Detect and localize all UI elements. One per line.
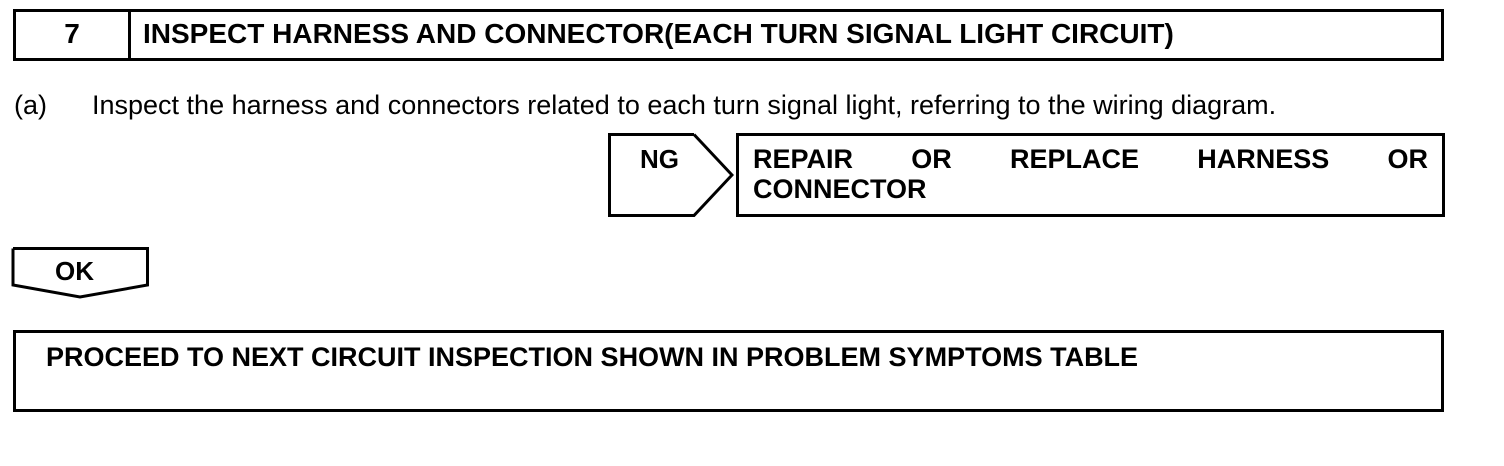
- ok-arrow-shape: [11, 247, 149, 299]
- ng-label: NG: [640, 144, 679, 174]
- repair-action-line2: CONNECTOR: [753, 174, 927, 204]
- instruction-marker: (a): [14, 90, 47, 120]
- next-step-text: PROCEED TO NEXT CIRCUIT INSPECTION SHOWN…: [46, 342, 1139, 372]
- step-title: INSPECT HARNESS AND CONNECTOR(EACH TURN …: [143, 18, 1174, 49]
- repair-word: OR: [1387, 144, 1429, 174]
- step-header: 7 INSPECT HARNESS AND CONNECTOR(EACH TUR…: [13, 9, 1444, 61]
- repair-word: HARNESS: [1197, 144, 1330, 174]
- repair-action-line1: REPAIR OR REPLACE HARNESS OR: [753, 144, 1428, 174]
- repair-word: REPLACE: [1009, 144, 1139, 174]
- repair-word: OR: [911, 144, 952, 174]
- step-number: 7: [16, 12, 131, 58]
- ng-arrow-shape: [608, 133, 734, 217]
- next-step-box: PROCEED TO NEXT CIRCUIT INSPECTION SHOWN…: [13, 330, 1444, 412]
- repair-action-box: REPAIR OR REPLACE HARNESS OR CONNECTOR: [736, 133, 1445, 217]
- instruction-text: Inspect the harness and connectors relat…: [92, 90, 1277, 120]
- repair-word: REPAIR: [753, 144, 854, 174]
- ok-label: OK: [55, 256, 94, 286]
